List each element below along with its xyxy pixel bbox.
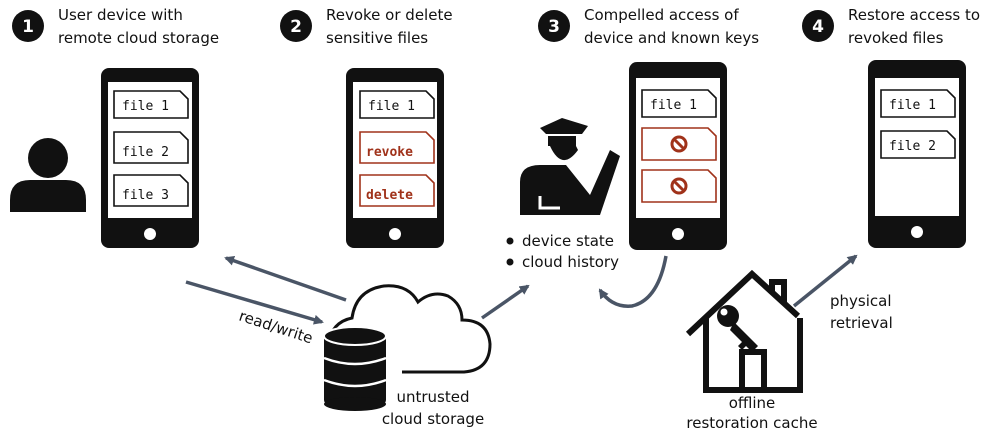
blocked-icon bbox=[670, 177, 688, 195]
cache-label-line1: offline bbox=[729, 394, 776, 412]
step-1-title-line1: User device with bbox=[58, 6, 183, 24]
arrow-device-to-adversary bbox=[598, 255, 668, 308]
revoke-label: revoke bbox=[366, 145, 413, 160]
file-label: file 3 bbox=[122, 188, 169, 203]
arrow-cache-to-device bbox=[792, 254, 858, 308]
home-button bbox=[672, 228, 684, 240]
arrow-cloud-to-device bbox=[224, 255, 347, 302]
file-card: file 2 bbox=[880, 130, 956, 159]
arrow-device-to-cloud bbox=[185, 280, 324, 325]
house-icon bbox=[685, 269, 803, 393]
delete-label: delete bbox=[366, 188, 413, 203]
step-4-number: 4 bbox=[812, 17, 824, 37]
file-card: file 2 bbox=[113, 131, 189, 164]
step-1-number: 1 bbox=[22, 17, 34, 37]
database-icon bbox=[323, 326, 387, 411]
file-label: file 2 bbox=[122, 145, 169, 160]
bullet-device-state: device state bbox=[522, 232, 614, 250]
blocked-icon bbox=[670, 135, 688, 153]
step-2-number: 2 bbox=[290, 17, 302, 37]
phone-3: file 1 bbox=[629, 62, 727, 250]
phone-1: file 1 file 2 file 3 bbox=[101, 68, 199, 248]
deleted-file-card: delete bbox=[359, 174, 435, 207]
file-label: file 2 bbox=[889, 139, 936, 154]
home-button bbox=[911, 226, 923, 238]
evidence-list: device state cloud history bbox=[506, 232, 619, 271]
file-card: file 1 bbox=[113, 90, 189, 119]
step-3-badge bbox=[538, 10, 570, 42]
step-4-header: 4 Restore access to revoked files bbox=[802, 6, 980, 47]
file-card: file 1 bbox=[880, 89, 956, 118]
step-3-title-line2: device and known keys bbox=[584, 29, 759, 47]
blocked-file-card bbox=[641, 127, 717, 161]
step-4-title-line1: Restore access to bbox=[848, 6, 980, 24]
file-label: file 1 bbox=[650, 98, 697, 113]
officer-icon bbox=[520, 118, 620, 215]
file-card: file 1 bbox=[641, 89, 717, 118]
step-3-number: 3 bbox=[548, 17, 560, 37]
bullet-icon bbox=[506, 237, 514, 245]
step-2-title-line1: Revoke or delete bbox=[326, 6, 453, 24]
key-icon bbox=[717, 305, 758, 352]
file-label: file 1 bbox=[122, 99, 169, 114]
bullet-icon bbox=[506, 258, 514, 266]
user-icon bbox=[10, 138, 86, 212]
step-1-badge bbox=[12, 10, 44, 42]
phone-4: file 1 file 2 bbox=[868, 60, 966, 248]
file-card: file 3 bbox=[113, 174, 189, 207]
blocked-file-card bbox=[641, 169, 717, 203]
home-button bbox=[389, 228, 401, 240]
arrow-cloud-to-adversary bbox=[481, 284, 530, 320]
retrieval-label-line1: physical bbox=[830, 292, 892, 310]
retrieval-label-line2: retrieval bbox=[830, 314, 893, 332]
step-1-header: 1 User device with remote cloud storage bbox=[12, 6, 219, 47]
step-2-header: 2 Revoke or delete sensitive files bbox=[280, 6, 453, 47]
step-4-badge bbox=[802, 10, 834, 42]
home-button bbox=[144, 228, 156, 240]
file-label: file 1 bbox=[889, 98, 936, 113]
cloud-label-line2: cloud storage bbox=[382, 410, 484, 428]
phone-2: file 1 revoke delete bbox=[346, 68, 444, 248]
step-2-badge bbox=[280, 10, 312, 42]
step-3-header: 3 Compelled access of device and known k… bbox=[538, 6, 759, 47]
step-4-title-line2: revoked files bbox=[848, 29, 944, 47]
read-write-label: read/write bbox=[237, 307, 315, 348]
step-3-title-line1: Compelled access of bbox=[584, 6, 739, 24]
file-label: file 1 bbox=[368, 99, 415, 114]
step-2-title-line2: sensitive files bbox=[326, 29, 428, 47]
revoked-file-card: revoke bbox=[359, 131, 435, 164]
bullet-cloud-history: cloud history bbox=[522, 253, 619, 271]
file-card: file 1 bbox=[359, 90, 435, 119]
cache-label-line2: restoration cache bbox=[686, 414, 817, 432]
cloud-label-line1: untrusted bbox=[396, 388, 469, 406]
step-1-title-line2: remote cloud storage bbox=[58, 29, 219, 47]
